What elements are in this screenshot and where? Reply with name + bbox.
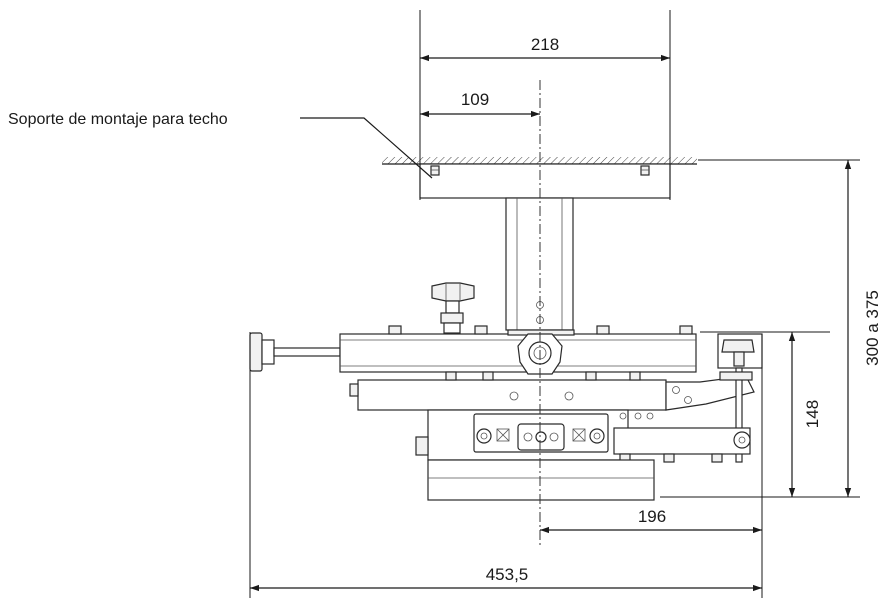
- ceiling-bracket: [419, 163, 671, 199]
- dim-top-half: 109: [461, 90, 489, 109]
- lower-plate: [349, 371, 667, 411]
- dim-total-width: 453,5: [486, 565, 529, 584]
- dimension-arrows: [250, 54, 852, 592]
- tilt-knob: [431, 282, 475, 334]
- label-leader: [300, 117, 433, 179]
- bracket-screw: [640, 165, 650, 176]
- side-knob: [249, 332, 341, 372]
- adjustment-block: [415, 409, 654, 461]
- dim-unit-height: 148: [803, 400, 822, 428]
- right-arm: [665, 333, 763, 463]
- dim-total-height: 300 a 375: [863, 290, 882, 366]
- upper-plate: [339, 325, 697, 373]
- side-plate: [613, 427, 751, 463]
- ceiling-bracket-label: Soporte de montaje para techo: [8, 111, 228, 128]
- bracket-screw: [430, 165, 440, 176]
- extension-lines: [249, 10, 860, 598]
- bottom-housing: [427, 459, 655, 501]
- dim-top-width: 218: [531, 35, 559, 54]
- dim-right-offset: 196: [638, 507, 666, 526]
